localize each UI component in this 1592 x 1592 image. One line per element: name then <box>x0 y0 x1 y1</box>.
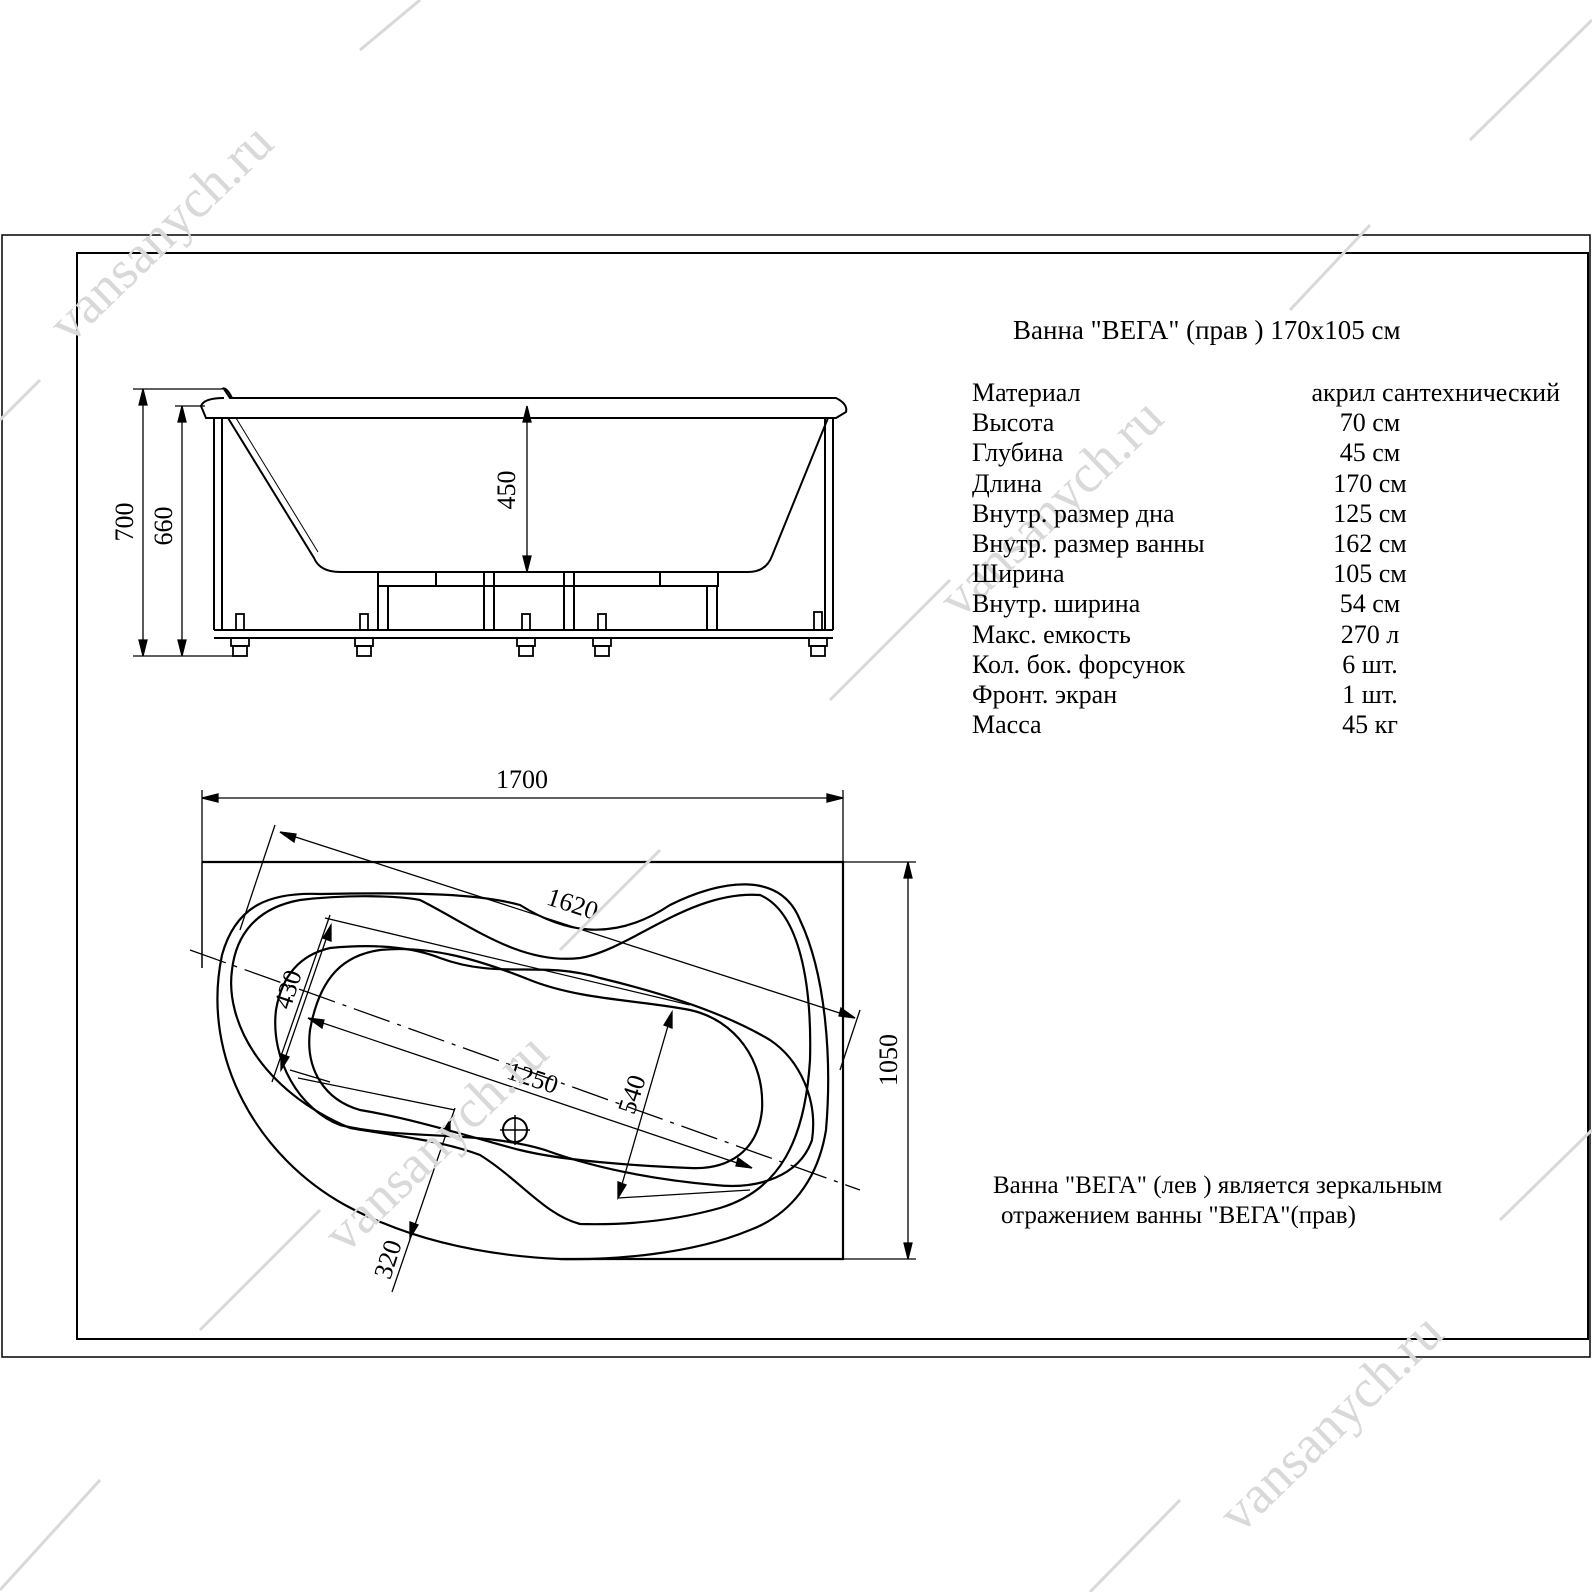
spec-name: Высота <box>972 408 1055 438</box>
dim-inner-length: 1620 <box>543 882 601 926</box>
dim-depth: 450 <box>492 471 521 510</box>
spec-value: 125 см <box>1333 498 1407 528</box>
side-view-dimensions <box>133 388 532 657</box>
watermark-text: vansanych.ru <box>37 112 285 354</box>
top-view <box>201 860 845 1261</box>
outer-frame <box>1 234 1591 1358</box>
dim-inner-width: 540 <box>612 1071 652 1117</box>
watermark-text: vansanych.ru <box>312 1022 560 1264</box>
mirror-note-line2: отражением ванны "ВЕГА"(прав) <box>1001 1202 1356 1229</box>
spec-value: 1 шт. <box>1342 679 1398 709</box>
dim-head-width: 430 <box>268 966 308 1012</box>
spec-value: 170 см <box>1333 468 1407 498</box>
spec-name: Фронт. экран <box>972 679 1118 709</box>
spec-value: 45 кг <box>1342 710 1398 740</box>
spec-value: 70 см <box>1339 408 1401 438</box>
spec-name: Материал <box>972 378 1081 407</box>
spec-name: Внутр. размер дна <box>972 498 1175 528</box>
spec-name: Внутр. размер ванны <box>972 528 1205 558</box>
side-view <box>199 387 848 657</box>
drawing-title: Ванна "ВЕГА" (прав ) 170х105 см <box>1013 315 1401 345</box>
spec-name: Глубина <box>972 438 1064 468</box>
inner-frame <box>76 252 1589 1340</box>
spec-name: Масса <box>972 710 1042 740</box>
spec-name: Кол. бок. форсунок <box>972 649 1186 679</box>
spec-name: Длина <box>972 468 1043 498</box>
spec-value: 105 см <box>1333 559 1407 589</box>
spec-value: 6 шт. <box>1342 649 1398 679</box>
dim-width: 1050 <box>874 1034 903 1086</box>
dim-total-height: 700 <box>110 503 139 542</box>
spec-value: акрил сантехнический <box>1311 378 1560 407</box>
spec-value: 45 см <box>1339 438 1401 468</box>
mirror-note-line1: Ванна "ВЕГА" (лев ) является зеркальным <box>993 1172 1443 1199</box>
spec-name: Ширина <box>972 559 1065 589</box>
dim-frame-height: 660 <box>149 507 178 546</box>
top-view-dimensions <box>189 790 916 1293</box>
spec-value: 162 см <box>1333 528 1407 558</box>
spec-name: Внутр. ширина <box>972 589 1141 619</box>
watermark-text: vansanych.ru <box>1207 1302 1455 1544</box>
spec-value: 270 л <box>1340 619 1400 649</box>
spec-value: 54 см <box>1339 589 1401 619</box>
spec-name: Макс. емкость <box>972 619 1131 649</box>
dim-length: 1700 <box>496 765 548 794</box>
